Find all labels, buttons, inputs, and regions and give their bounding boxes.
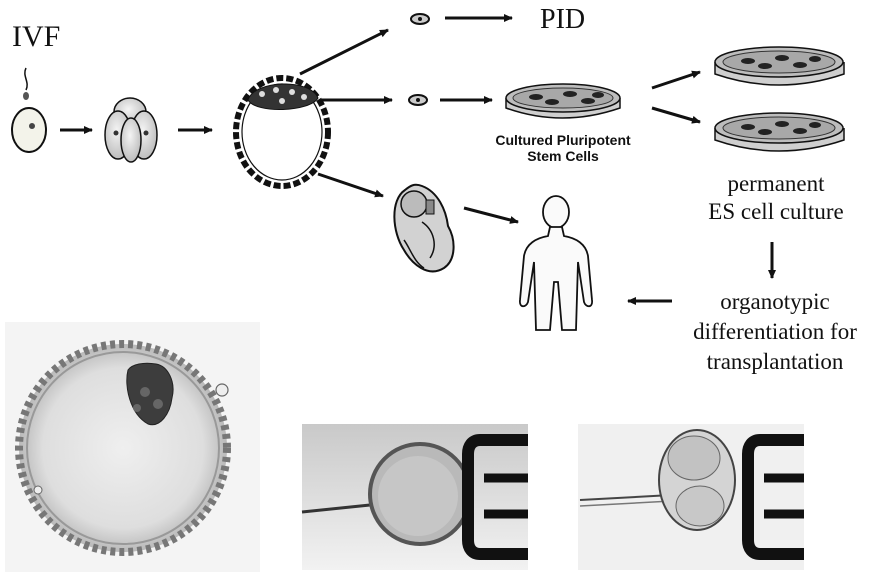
fertilized-egg (12, 68, 46, 152)
culture-dish-top (715, 47, 844, 85)
blastocyst-micrograph (5, 322, 260, 572)
culture-dish-main (506, 84, 620, 118)
permanent-label-line-1: permanent (680, 170, 872, 198)
cultured-label-line-2: Stem Cells (478, 148, 648, 164)
blastocyst-diagram (236, 78, 328, 186)
arrow-fetus-to-human (464, 208, 518, 222)
organotypic-label-line-2: differentiation for (676, 317, 874, 347)
permanent-label-line-2: ES cell culture (680, 198, 872, 226)
organotypic-label: organotypic differentiation for transpla… (676, 287, 874, 377)
organotypic-label-line-3: transplantation (676, 347, 874, 377)
cultured-label-line-1: Cultured Pluripotent (478, 132, 648, 148)
ivf-label: IVF (12, 22, 60, 52)
pid-label: PID (540, 6, 585, 34)
biopsied-cell (411, 14, 429, 24)
biopsy-micrograph-2 (578, 424, 804, 570)
arrow-blastocyst-to-biopsy (300, 30, 388, 74)
arrow-dish-to-culture-top (652, 72, 700, 88)
human-figure (520, 196, 592, 330)
arrow-dish-to-culture-bottom (652, 108, 700, 122)
cultured-stem-cells-label: Cultured Pluripotent Stem Cells (478, 132, 648, 164)
inner-cell-mass-cell (409, 95, 427, 105)
arrow-blastocyst-to-fetus (318, 174, 383, 196)
biopsy-micrograph-1 (302, 424, 528, 570)
four-cell-embryo (105, 98, 157, 162)
organotypic-label-line-1: organotypic (676, 287, 874, 317)
culture-dish-bottom (715, 113, 844, 151)
fetus-illustration (394, 185, 453, 272)
permanent-culture-label: permanent ES cell culture (680, 170, 872, 226)
